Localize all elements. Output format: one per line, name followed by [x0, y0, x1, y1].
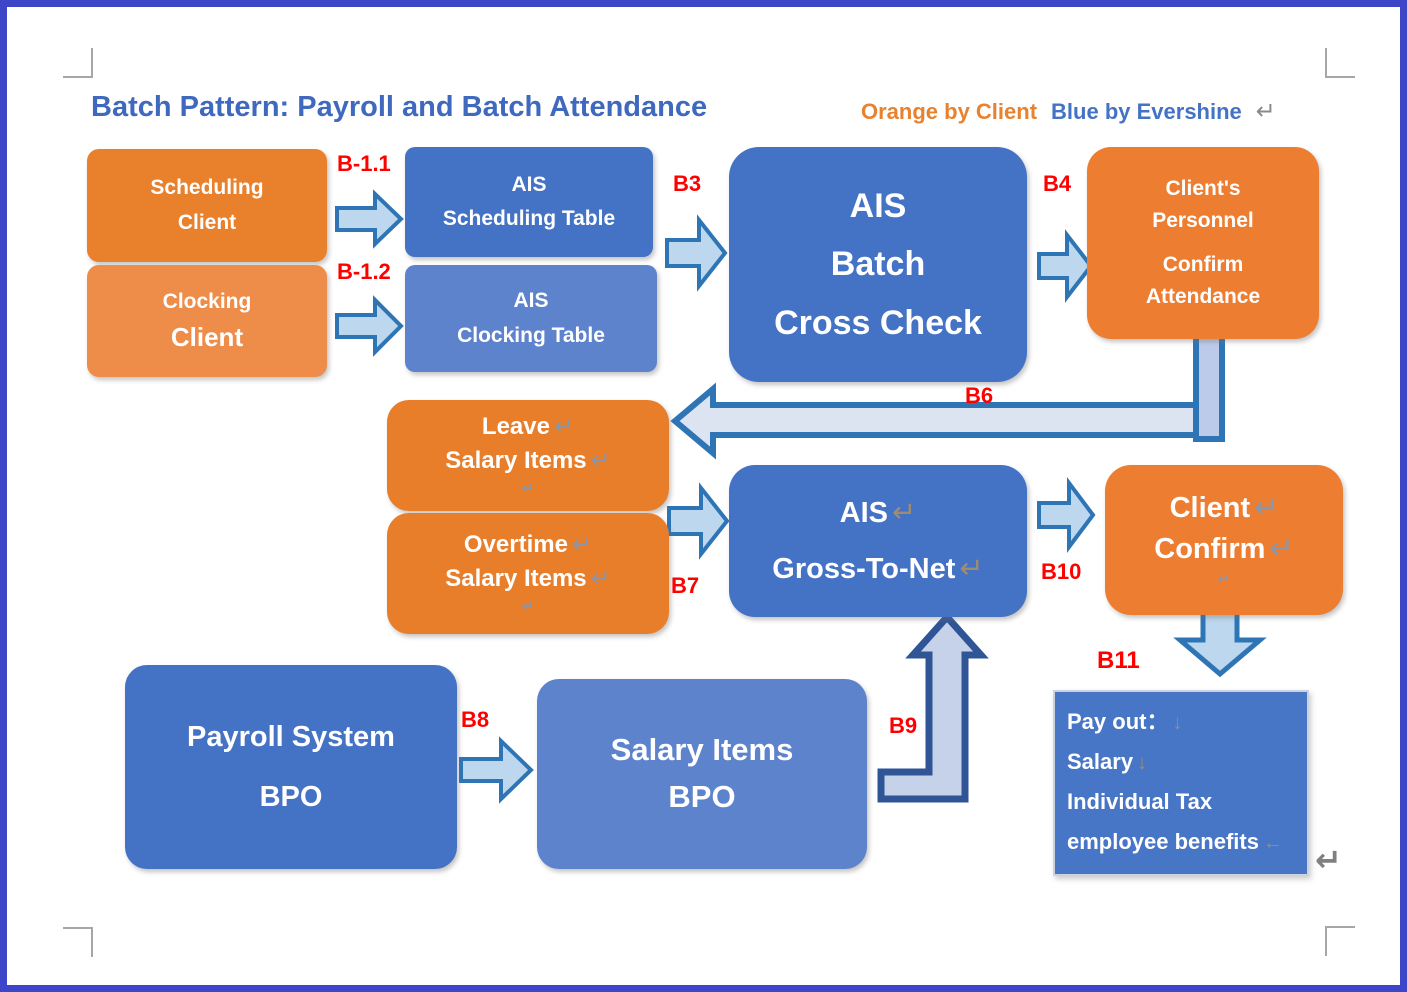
node-clocking-client: Clocking Client — [87, 265, 327, 377]
text-boundary-corner-bottom-right — [1325, 926, 1355, 956]
node-ais-clocking-table: AIS Clocking Table — [405, 265, 657, 372]
node-text-line: BPO — [668, 779, 736, 814]
node-text-line: Salary Items↵ — [445, 564, 611, 594]
step-label-b8: B8 — [461, 707, 490, 732]
legend-blue-by-evershine: Blue by Evershine — [1051, 99, 1242, 124]
node-text-line: AIS↵ — [840, 495, 917, 531]
node-text: Salary Items — [445, 447, 587, 475]
node-text-line: Payroll System — [187, 720, 395, 753]
step-label-b10: B10 — [1041, 559, 1082, 584]
text-boundary-corner-bottom-left — [63, 927, 93, 957]
arrow-b8-icon — [459, 736, 534, 804]
arrow-b11-down-icon — [1173, 608, 1267, 678]
node-ais-batch-cross-check: AIS Batch Cross Check — [729, 147, 1027, 382]
node-leave-salary-items: Leave↵ Salary Items↵ ↵ — [387, 400, 669, 511]
node-text-line: Client↵ — [1170, 490, 1279, 526]
return-mark-icon: ↵ — [521, 480, 535, 498]
node-text: AIS — [839, 496, 889, 529]
node-text-line: Batch — [830, 245, 926, 284]
node-ais-gross-to-net: AIS↵ Gross-To-Net↵ — [729, 465, 1027, 617]
node-text: Client — [1169, 492, 1251, 525]
linebreak-mark-icon: ↓ — [1172, 712, 1183, 734]
node-text-line: Clocking Table — [457, 323, 605, 347]
node-ais-scheduling-table: AIS Scheduling Table — [405, 147, 653, 257]
node-text-line: Confirm — [1162, 253, 1244, 276]
node-text-line: Salary↓ — [1067, 742, 1295, 782]
text-boundary-corner-top-left — [63, 48, 93, 78]
node-text-line: AIS — [511, 172, 547, 196]
step-label-b7: B7 — [671, 573, 700, 598]
page-title: Batch Pattern: Payroll and Batch Attenda… — [91, 91, 708, 123]
step-label-b1-2: B-1.2 — [337, 259, 391, 284]
node-text: Overtime — [463, 531, 568, 559]
node-text-line: Salary Items — [610, 732, 794, 768]
node-text-line: Pay out：↓ — [1067, 702, 1295, 742]
return-mark-icon: ↵ — [521, 598, 535, 616]
text-boundary-corner-top-right — [1325, 48, 1355, 78]
node-text: employee benefits — [1067, 829, 1259, 855]
return-mark-icon: ↵ — [1255, 98, 1276, 125]
node-text-line: Clocking — [162, 289, 252, 313]
node-text-line: Client — [170, 321, 244, 352]
node-text: Salary Items — [445, 565, 587, 593]
node-clients-personnel-confirm-attendance: Client's Personnel Confirm Attendance — [1087, 147, 1319, 339]
legend: Orange by Client Blue by Evershine ↵ — [861, 97, 1276, 126]
linebreak-mark-icon: ↓ — [1137, 752, 1148, 775]
left-arrow-mark-icon: ← — [1262, 832, 1283, 855]
step-label-b9: B9 — [889, 713, 918, 738]
node-text-line: BPO — [259, 781, 323, 813]
arrow-b4-icon — [1037, 229, 1094, 303]
arrow-b1-2-icon — [335, 295, 404, 357]
return-mark-icon: ↵ — [1254, 492, 1279, 525]
node-text: Confirm — [1154, 532, 1266, 565]
return-mark-icon: ↵ — [553, 413, 575, 441]
step-label-b1-1: B-1.1 — [337, 151, 391, 176]
node-scheduling-client: Scheduling Client — [87, 149, 327, 262]
step-label-b6: B6 — [965, 383, 994, 408]
node-text: Salary — [1067, 749, 1134, 775]
node-text-line: Scheduling Table — [442, 207, 616, 230]
arrow-b3-icon — [665, 214, 728, 292]
node-pay-out: Pay out：↓ Salary↓ Individual Tax employe… — [1053, 690, 1309, 876]
return-mark-icon: ↵ — [1315, 842, 1342, 878]
node-text-line: Scheduling — [150, 176, 264, 200]
node-text-line: Confirm↵ — [1154, 531, 1293, 567]
node-client-confirm: Client↵ Confirm↵ ↵ — [1105, 465, 1343, 615]
node-text: Gross-To-Net — [772, 553, 956, 585]
node-text-line: Personnel — [1152, 208, 1254, 232]
node-text-line: AIS — [513, 289, 549, 313]
arrow-b1-1-icon — [335, 189, 404, 249]
return-mark-icon: ↵ — [590, 565, 611, 593]
node-payroll-system-bpo: Payroll System BPO — [125, 665, 457, 869]
node-text-line: Individual Tax — [1067, 789, 1213, 815]
return-mark-icon: ↵ — [959, 553, 984, 585]
legend-orange-by-client: Orange by Client — [861, 99, 1038, 124]
step-label-b3: B3 — [673, 171, 702, 196]
node-text-line: Client's — [1165, 176, 1241, 200]
step-label-b4: B4 — [1043, 171, 1072, 196]
node-text-line: AIS — [849, 186, 907, 225]
node-text-line: Gross-To-Net↵ — [772, 551, 983, 587]
arrow-b9-elbow-icon — [877, 611, 989, 803]
node-text-line: Attendance — [1145, 285, 1261, 309]
return-mark-icon: ↵ — [571, 531, 593, 559]
return-mark-icon: ↵ — [590, 447, 611, 475]
node-overtime-salary-items: Overtime↵ Salary Items↵ ↵ — [387, 513, 669, 634]
node-salary-items-bpo: Salary Items BPO — [537, 679, 867, 869]
node-text-line: Leave↵ — [482, 412, 574, 442]
return-mark-icon: ↵ — [892, 496, 917, 529]
arrow-b10-icon — [1037, 477, 1096, 553]
node-text: Leave — [481, 413, 550, 441]
node-text-line: Client — [177, 210, 237, 234]
arrow-b7-icon — [667, 482, 730, 560]
node-text-line: employee benefits← — [1067, 822, 1295, 862]
node-text-line: Salary Items↵ — [445, 446, 611, 476]
return-mark-icon: ↵ — [1269, 532, 1294, 565]
step-label-b11: B11 — [1097, 647, 1140, 674]
node-text: Pay out： — [1067, 709, 1169, 734]
node-text-line: Cross Check — [774, 303, 982, 342]
return-mark-icon: ↵ — [1217, 570, 1231, 588]
node-text-line: Overtime↵ — [464, 530, 592, 560]
